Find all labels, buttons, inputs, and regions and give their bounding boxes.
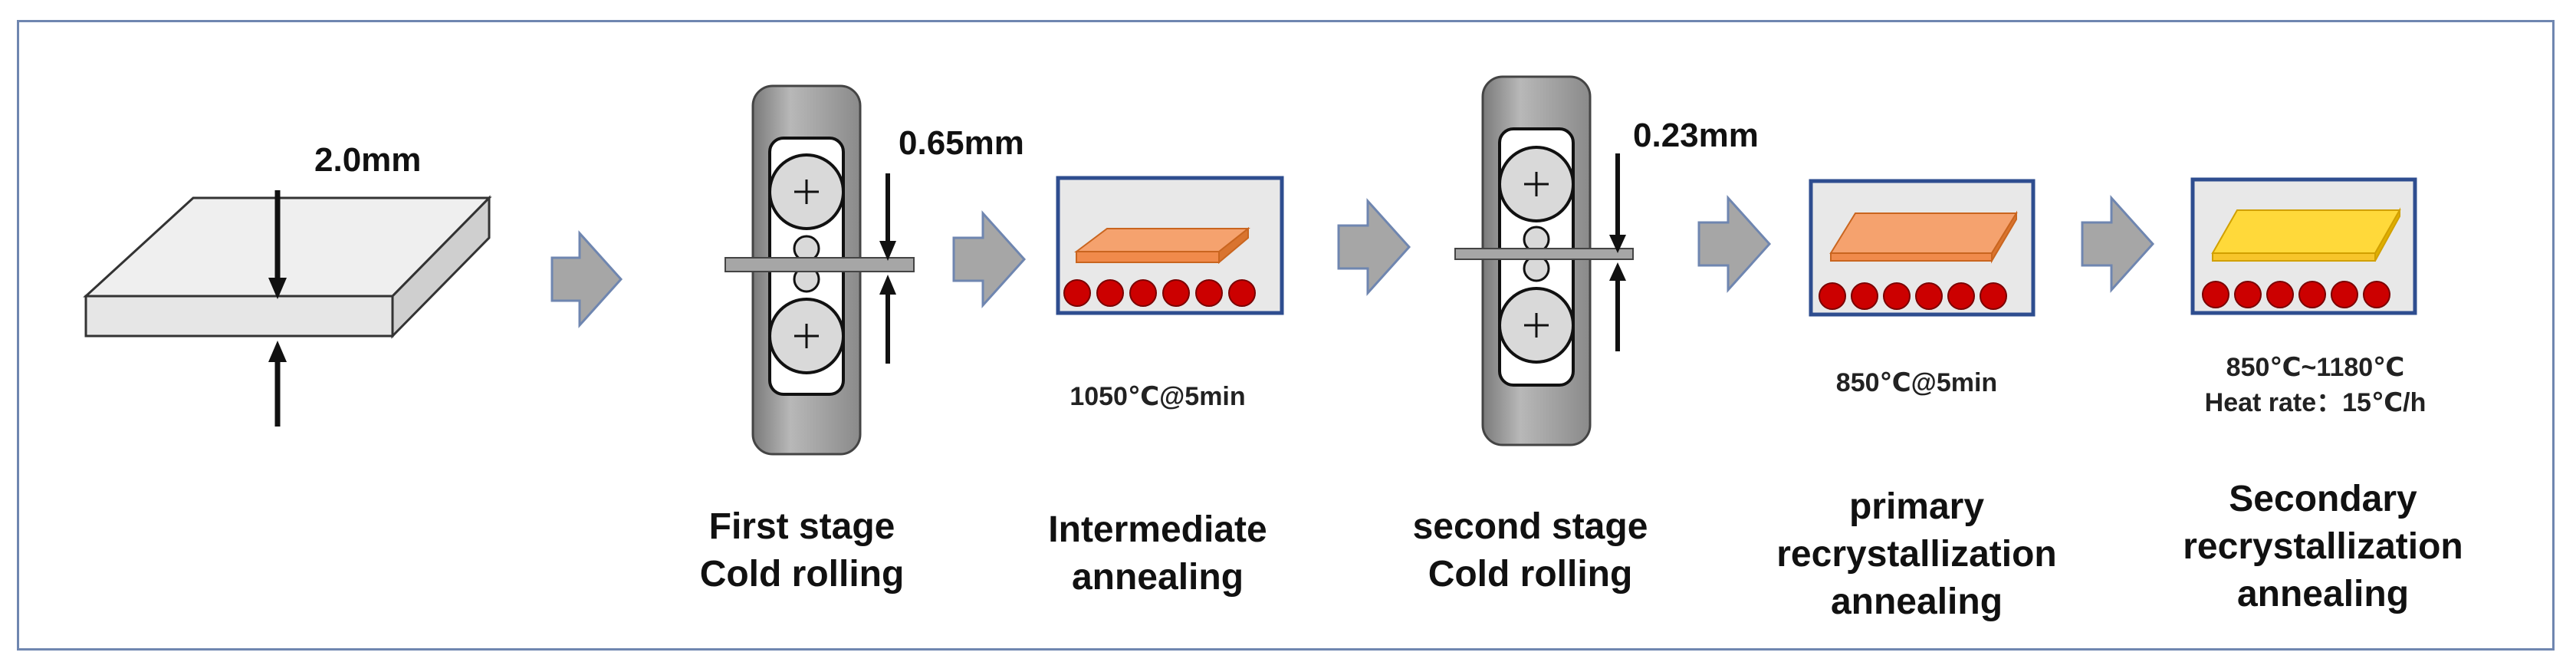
stage-label-primary: primary recrystallization annealing	[1740, 483, 2093, 626]
flow-arrow-5	[2081, 195, 2155, 293]
heater-row-secondary	[2202, 281, 2390, 308]
heater-row-intermediate	[1063, 279, 1256, 307]
stage-primary-line3: annealing	[1830, 581, 2003, 622]
stage-intermediate-line1: Intermediate	[1048, 509, 1267, 550]
stage-primary-line1: primary	[1848, 486, 1985, 527]
thickness-arrow-first	[879, 173, 896, 364]
flow-arrow-4	[1697, 195, 1772, 293]
thickness-label-initial: 2.0mm	[314, 141, 422, 179]
stage-secondary-line3: annealing	[2236, 574, 2410, 614]
condition-secondary-rate: Heat rate：15℃/h	[2204, 388, 2426, 417]
stage-secondary-line2: recrystallization	[2183, 526, 2463, 567]
stage-label-second: second stage Cold rolling	[1362, 503, 1699, 598]
flow-arrow-1	[550, 230, 623, 328]
furnace-primary	[1809, 179, 2036, 317]
thickness-label-second: 0.23mm	[1633, 117, 1759, 154]
stage-first-line1: First stage	[708, 506, 895, 547]
rolling-mill-second	[1454, 75, 1634, 446]
thickness-arrow-initial	[268, 190, 287, 427]
stage-label-intermediate: Intermediate annealing	[989, 506, 1326, 601]
stage-primary-line2: recrystallization	[1776, 534, 2057, 575]
heater-row-primary	[1819, 282, 2007, 310]
flow-arrow-2	[952, 210, 1027, 308]
condition-secondary-temp: 850℃~1180℃	[2226, 353, 2405, 382]
stage-label-secondary: Secondary recrystallization annealing	[2147, 476, 2499, 618]
stage-second-line2: Cold rolling	[1428, 554, 1633, 595]
furnace-secondary	[2190, 177, 2417, 315]
thickness-arrow-second	[1609, 153, 1626, 351]
stage-second-line1: second stage	[1412, 506, 1648, 547]
stage-first-line2: Cold rolling	[699, 554, 905, 595]
condition-intermediate: 1050℃@5min	[1070, 382, 1246, 411]
stage-intermediate-line2: annealing	[1071, 557, 1244, 598]
diagram-frame	[17, 20, 2555, 651]
rolling-mill-first	[724, 84, 915, 456]
flow-arrow-3	[1337, 198, 1411, 296]
condition-primary: 850℃@5min	[1835, 368, 1998, 397]
stage-label-first: First stage Cold rolling	[633, 503, 971, 598]
initial-sheet	[83, 195, 492, 339]
furnace-intermediate	[1056, 176, 1284, 315]
thickness-label-first: 0.65mm	[899, 124, 1024, 162]
stage-secondary-line1: Secondary	[2229, 479, 2417, 519]
